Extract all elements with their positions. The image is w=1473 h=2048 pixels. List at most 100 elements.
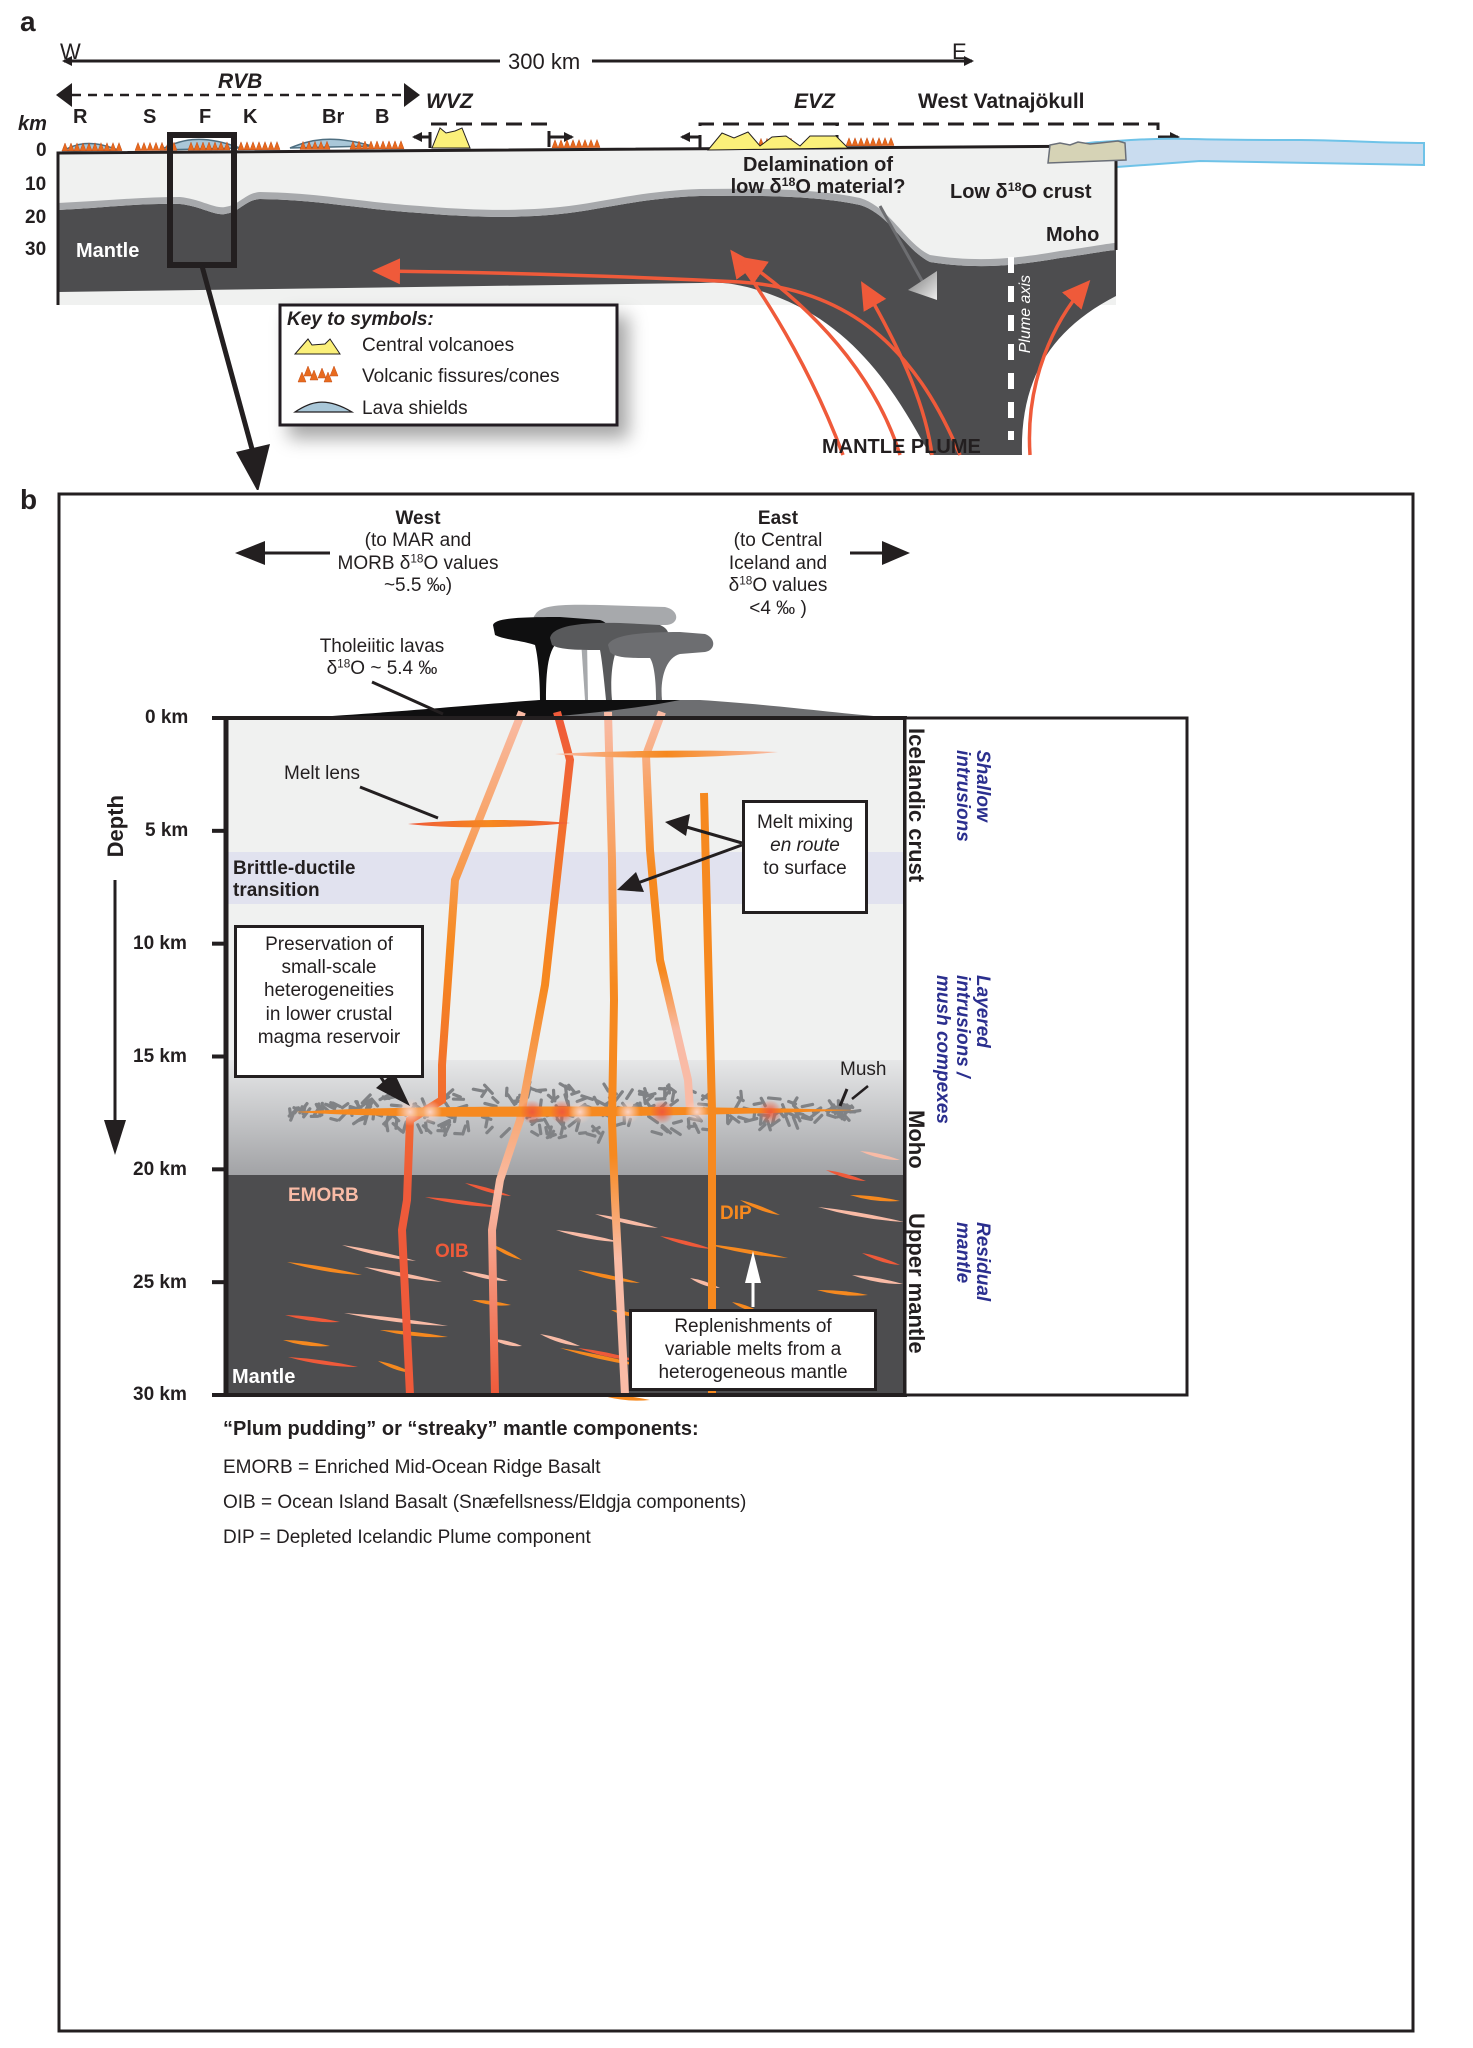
mush-crystal xyxy=(834,1108,842,1119)
east-line3-post: O values xyxy=(752,575,828,597)
mush-crystal xyxy=(692,1121,701,1134)
mush-crystal xyxy=(348,1106,354,1118)
plume-flow-arrow xyxy=(1027,279,1091,456)
legend-title: “Plum pudding” or “streaky” mantle compo… xyxy=(223,1418,699,1440)
rvb-arrowhead-right xyxy=(404,83,420,107)
mush-crystal xyxy=(511,1125,521,1137)
mush-crystal xyxy=(601,1112,613,1119)
mush-crystal xyxy=(803,1114,814,1121)
panel-a-label: a xyxy=(20,6,36,37)
east-line4: <4 ‰ ) xyxy=(749,597,807,619)
mush-crystal xyxy=(841,1105,850,1111)
depth-tick-10km: 10 km xyxy=(133,933,187,954)
mush-crystal xyxy=(535,1112,550,1117)
rvb-label: RVB xyxy=(218,70,263,93)
mush-crystal xyxy=(644,1092,657,1098)
low-crust-post: O crust xyxy=(1021,181,1092,203)
mush-crystal xyxy=(591,1125,601,1133)
locality-r: R xyxy=(73,106,88,128)
preservation-box: Preservation of small-scale heterogeneit… xyxy=(234,925,424,1078)
fissure-cone-icon xyxy=(397,140,405,149)
legend-item-dip: DIP = Depleted Icelandic Plume component xyxy=(223,1527,591,1548)
mush-crystal xyxy=(378,1092,393,1102)
fissure-cone-icon xyxy=(199,141,207,151)
fissure-cone-icon xyxy=(134,141,142,151)
mush-crystal xyxy=(317,1102,322,1118)
mush-crystal xyxy=(793,1109,802,1123)
fissure-cone-icon xyxy=(267,140,275,150)
fissure-cone-icon xyxy=(581,138,589,148)
mush-crystal xyxy=(465,1120,471,1133)
scale-label: 300 km xyxy=(508,49,581,74)
mush-crystal xyxy=(604,1096,616,1107)
melt-mixing-arrow-upper-drawn-line xyxy=(690,863,741,880)
mush-crystal xyxy=(787,1099,798,1106)
mantle-streak xyxy=(364,1267,442,1282)
fissure-cone-icon xyxy=(391,140,399,150)
east-line3: δ18O values xyxy=(708,575,848,597)
mush-crystal xyxy=(777,1109,786,1119)
mush-crystal xyxy=(373,1112,384,1118)
mush-crystal xyxy=(686,1117,691,1130)
mush-crystal xyxy=(295,1106,307,1114)
mush-crystal xyxy=(737,1115,751,1122)
mush-crystal xyxy=(516,1107,524,1121)
brittle-ductile-line2: transition xyxy=(233,879,320,901)
preservation-line5: magma reservoir xyxy=(257,1026,401,1048)
mush-crystal xyxy=(628,1102,639,1113)
mush-crystal xyxy=(548,1129,556,1139)
west-direction-label: West (to MAR and MORB δ18O values ~5.5 ‰… xyxy=(318,508,518,598)
melt-mixing-arrow-upper-final-line xyxy=(832,1079,907,1101)
mush-crystal xyxy=(545,1112,555,1118)
mush-crystal xyxy=(831,1110,843,1115)
melt-mixing-arrowhead-upper xyxy=(665,814,690,836)
mush-crystal xyxy=(736,1096,745,1103)
eruption-plume-black xyxy=(493,617,609,700)
subglacial-volcano-icon xyxy=(1047,140,1127,164)
mush-crystal xyxy=(694,1113,703,1123)
mush-crystal xyxy=(601,1108,611,1118)
mush-crystal xyxy=(394,1117,399,1130)
mantle-streak xyxy=(378,1361,413,1373)
mush-crystal xyxy=(742,1106,753,1112)
key-item-central-volcanoes: Central volcanoes xyxy=(362,335,515,356)
preservation-line1: Preservation of xyxy=(265,934,393,955)
mush-crystal xyxy=(298,1105,304,1115)
mush-crystal xyxy=(348,1104,360,1111)
mush-crystal xyxy=(625,1088,634,1101)
reservoir-spot xyxy=(550,1100,574,1124)
east-label: E xyxy=(952,39,967,64)
mush-crystal xyxy=(656,1101,668,1113)
delamination-arrowhead xyxy=(908,271,937,300)
mantle-streak xyxy=(852,1275,903,1285)
mush-crystal xyxy=(826,1113,837,1119)
mush-crystal xyxy=(426,1109,437,1114)
mantle-streak xyxy=(578,1270,640,1283)
locality-k: K xyxy=(243,106,258,128)
mush-crystal xyxy=(440,1120,452,1129)
mush-crystal xyxy=(289,1111,296,1122)
mush-crystal xyxy=(301,1104,307,1116)
rvb-arrowhead-left xyxy=(56,83,72,107)
mush-crystal xyxy=(841,1102,855,1110)
lava-flow-surface-dark xyxy=(300,700,680,718)
low-d18o-crust-label: Low δ18O crust xyxy=(950,181,1092,203)
mantle-streak xyxy=(342,1245,416,1261)
lava-shield-icon xyxy=(293,401,355,413)
mush-crystal xyxy=(546,1093,557,1103)
preservation-pointer xyxy=(315,1370,318,1372)
low-crust-pre: Low δ xyxy=(950,181,1008,203)
dike-mix-1 xyxy=(604,711,629,1396)
locality-f: F xyxy=(199,106,212,128)
fissure-cone-icon xyxy=(323,371,333,383)
fissure-cone-icon xyxy=(845,137,853,147)
mush-crystal xyxy=(660,1124,673,1135)
central-volcano-icon xyxy=(706,131,850,151)
east-direction-label: East (to Central Iceland and δ18O values… xyxy=(708,508,848,620)
mush-crystal xyxy=(288,1107,293,1117)
fissure-cone-icon xyxy=(187,141,195,151)
reservoir-spot xyxy=(418,1100,442,1124)
depth-tick-20km: 20 km xyxy=(133,1159,187,1180)
mush-crystal xyxy=(526,1086,532,1099)
east-line2: Iceland and xyxy=(728,552,828,574)
